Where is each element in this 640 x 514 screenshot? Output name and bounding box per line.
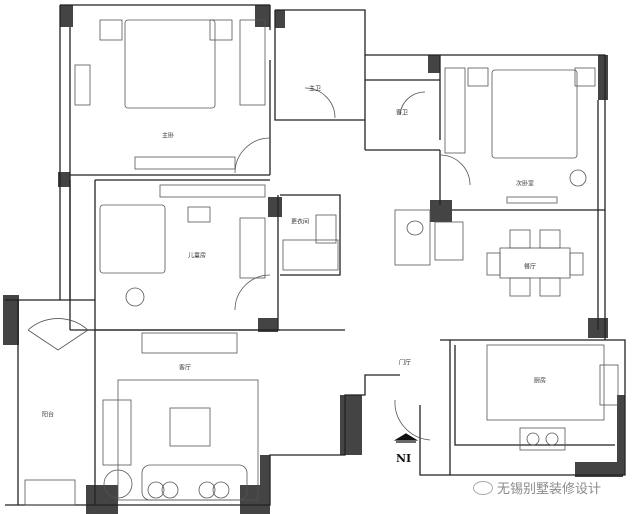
room-label-balcony: 阳台 — [41, 411, 55, 419]
room-label-living: 客厅 — [178, 364, 192, 372]
watermark: 无锡别墅装修设计 — [473, 478, 601, 497]
wechat-icon — [473, 480, 493, 495]
furniture — [24, 19, 619, 506]
room-label-dressing-room: 更衣间 — [290, 218, 310, 226]
doors — [234, 87, 471, 441]
room-label-dining: 餐厅 — [523, 263, 537, 271]
room-label-master-bath: 主卫 — [308, 85, 322, 93]
walls — [5, 4, 626, 506]
wall-blocks — [3, 5, 625, 514]
room-label-guest-bath: 客卫 — [395, 109, 409, 117]
watermark-text: 无锡别墅装修设计 — [497, 482, 602, 497]
entrance-label: NI — [396, 452, 412, 465]
room-label-kids-room: 儿童房 — [187, 252, 207, 260]
room-label-kitchen: 厨房 — [533, 377, 547, 385]
room-label-second-bedroom: 次卧室 — [515, 180, 535, 188]
room-label-master-bedroom: 主卧 — [161, 132, 175, 140]
room-label-foyer: 门厅 — [398, 359, 412, 367]
north-arrow-icon — [393, 433, 419, 443]
